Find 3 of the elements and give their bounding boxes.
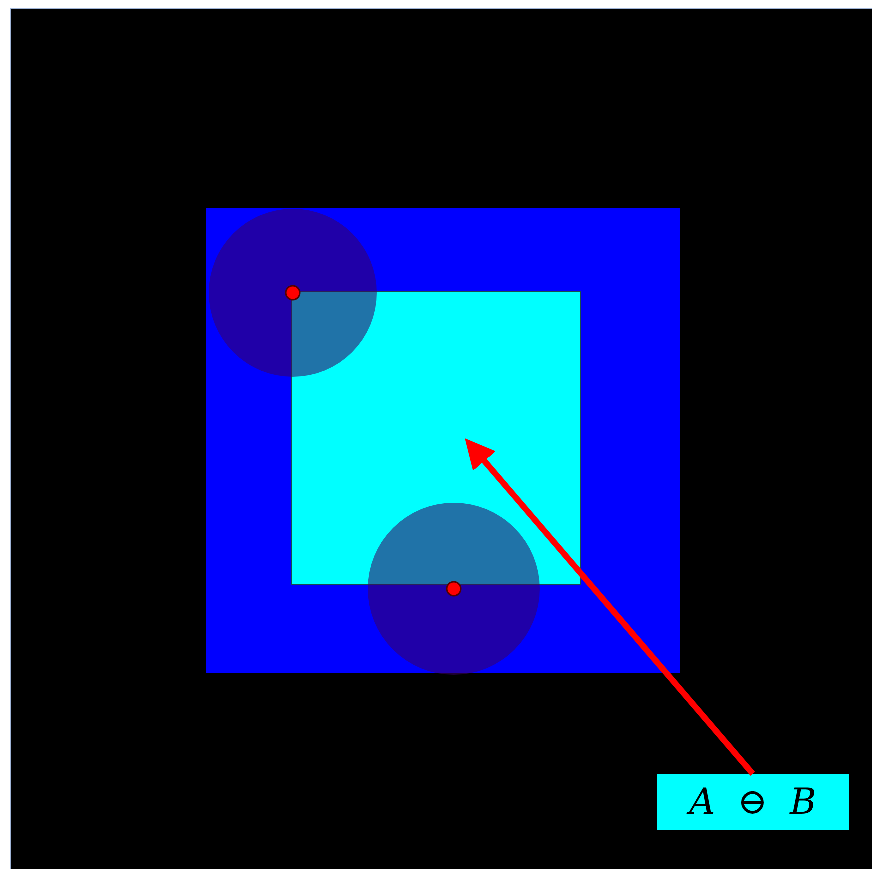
leader-arrow [465, 438, 756, 776]
formula-label: A ⊖ B [657, 774, 849, 830]
eroded-square [291, 291, 581, 585]
